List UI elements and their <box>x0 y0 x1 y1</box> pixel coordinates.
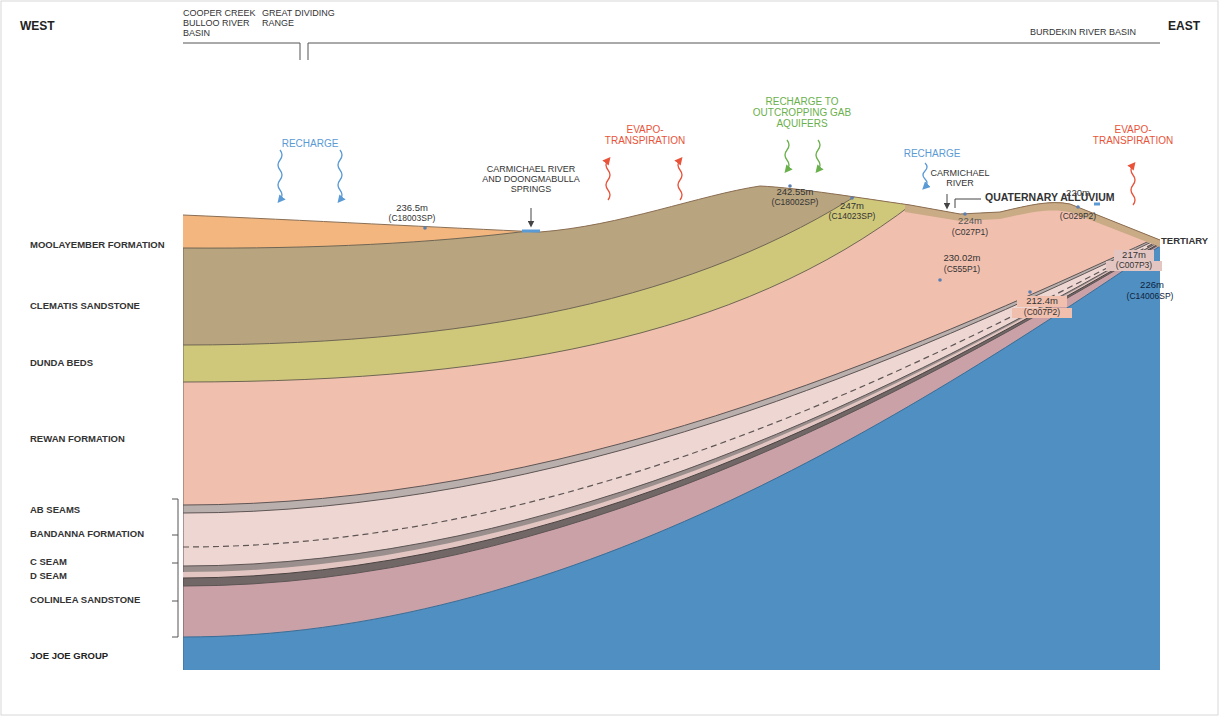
layer-name: AB SEAMS <box>30 505 170 516</box>
direction-label: EAST <box>1168 20 1200 33</box>
bore-level: 236.5m <box>382 203 442 214</box>
layer-name: D SEAM <box>30 571 170 582</box>
bore-id: (C555P1) <box>932 265 992 275</box>
bore-level: 224m <box>945 216 995 227</box>
process-label: EVAPO-TRANSPIRATION <box>1087 124 1179 146</box>
basin-label: COOPER CREEK BULLOO RIVER BASIN <box>183 8 273 38</box>
basin-label: BURDEKIN RIVER BASIN <box>1030 27 1160 37</box>
bore-level: 212.4m <box>1017 296 1067 307</box>
bore-id: (C18003SP) <box>377 214 447 224</box>
bore-level: 242.55m <box>765 187 825 198</box>
layer-name: DUNDA BEDS <box>30 358 175 369</box>
bore-id: (C007P2) <box>1012 308 1072 318</box>
layer-name: CLEMATIS SANDSTONE <box>30 301 175 312</box>
layer-name: COLINLEA SANDSTONE <box>30 595 170 606</box>
process-label: RECHARGE <box>270 138 350 149</box>
bore-level: 226m <box>1132 280 1172 291</box>
layer-name: MOOLAYEMBER FORMATION <box>30 240 175 251</box>
feature-label: CARMICHAEL RIVER <box>920 168 1000 188</box>
process-label: EVAPO-TRANSPIRATION <box>599 124 691 146</box>
bore-level: 220m <box>1053 188 1103 199</box>
bore-id: (C027P1) <box>940 228 1000 238</box>
process-label: RECHARGE <box>897 148 967 159</box>
bore-level: 217m <box>1114 250 1154 261</box>
bore-id: (C18002SP) <box>760 198 830 208</box>
feature-label: CARMICHAEL RIVER AND DOONGMABULLA SPRING… <box>481 164 581 194</box>
bore-level: 247m <box>827 201 877 212</box>
direction-label: WEST <box>20 20 55 33</box>
bore-level: 230.02m <box>932 253 992 264</box>
layer-name: BANDANNA FORMATION <box>30 529 170 540</box>
bore-id: (C029P2) <box>1048 212 1108 222</box>
unit-label: TERTIARY <box>1161 236 1208 247</box>
range-label: GREAT DIVIDING RANGE <box>262 8 357 28</box>
bore-id: (C14023SP) <box>817 212 887 222</box>
unit-label: QUATERNARY ALLUVIUM <box>985 192 1135 204</box>
process-label: RECHARGE TO OUTCROPPING GAB AQUIFERS <box>747 96 857 130</box>
bore-id: (C007P3) <box>1106 261 1162 271</box>
bore-id: (C14006SP) <box>1119 292 1181 302</box>
layer-name: REWAN FORMATION <box>30 434 175 445</box>
layer-name: JOE JOE GROUP <box>30 651 175 662</box>
layer-name: C SEAM <box>30 557 170 568</box>
